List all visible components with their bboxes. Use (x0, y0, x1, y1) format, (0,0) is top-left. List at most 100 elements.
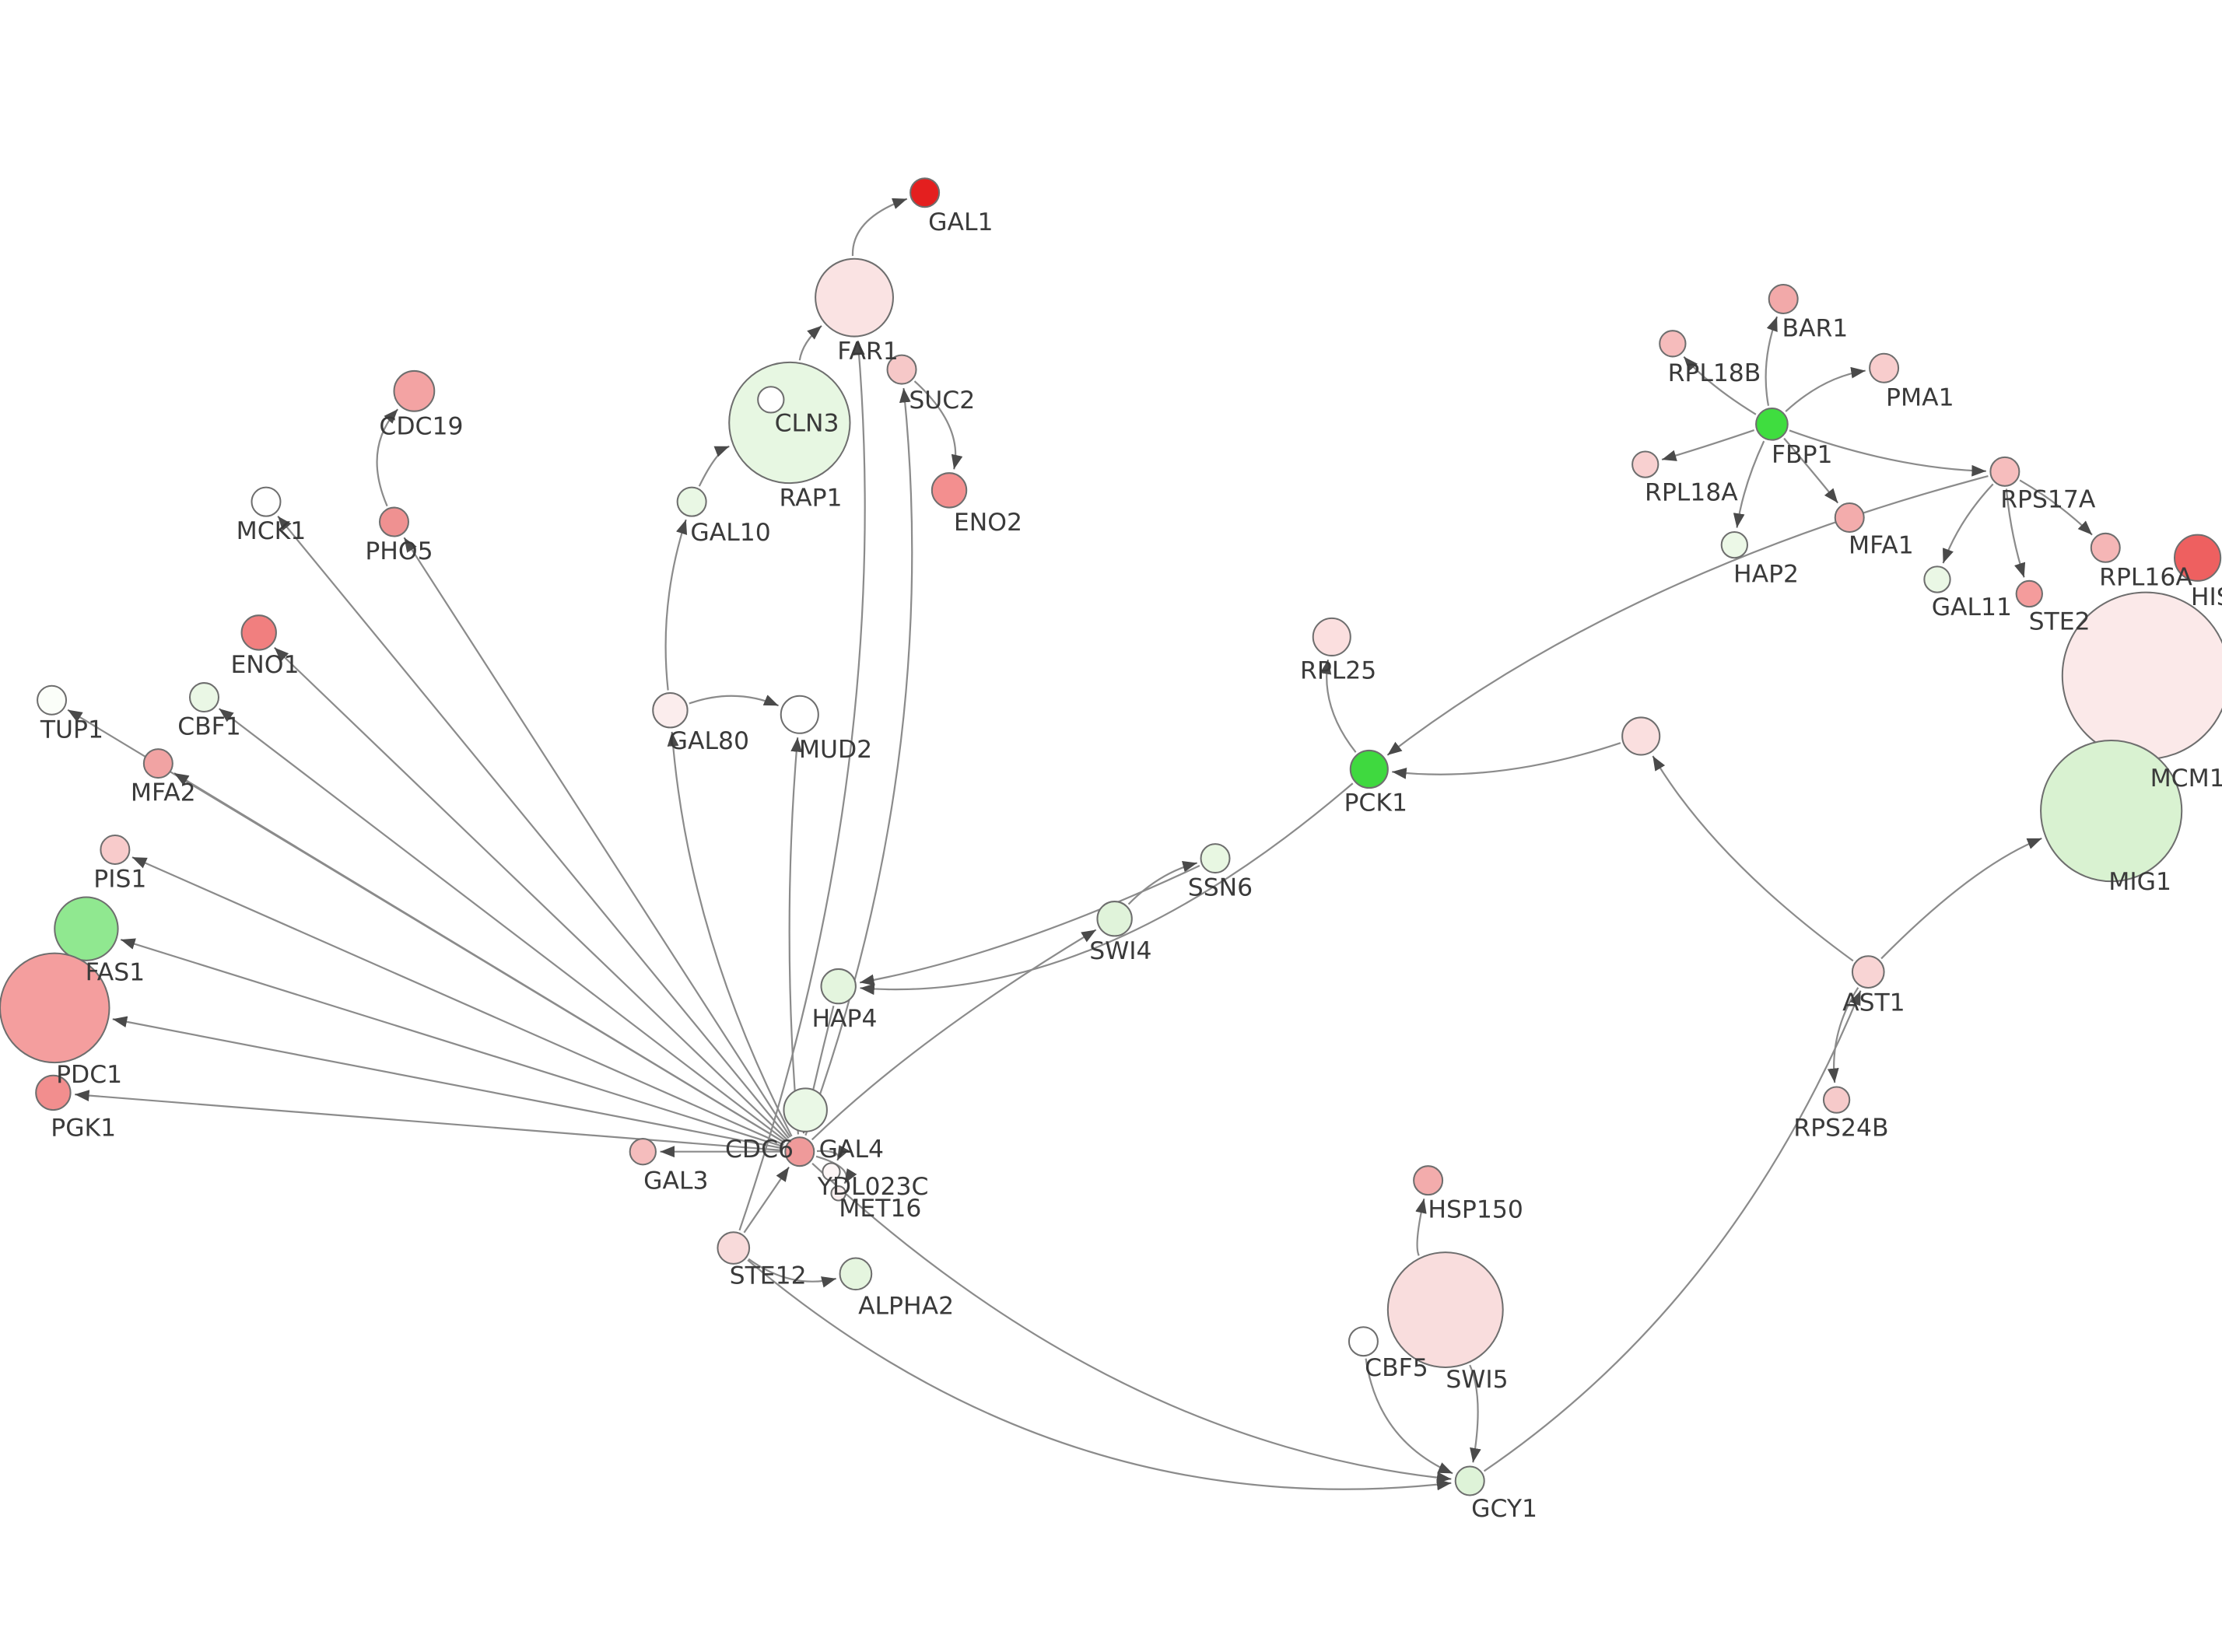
edge-GAL80-MUD2[interactable] (689, 695, 780, 707)
edge-CBF5-GCY1[interactable] (1365, 1358, 1453, 1475)
edge-RAP1-FAR1[interactable] (798, 325, 822, 361)
edge-GAL4-GCY1[interactable] (811, 1163, 1452, 1484)
edge-GAL4-MCK1[interactable] (277, 515, 790, 1139)
node-GAL80[interactable] (652, 691, 689, 729)
node-MFA2[interactable] (142, 748, 173, 779)
edge-GAL4-ENO1[interactable] (273, 646, 788, 1141)
node-CDC6[interactable] (783, 1087, 828, 1132)
node-FAR1[interactable] (815, 257, 894, 338)
node-ALPHA2[interactable] (839, 1257, 873, 1291)
edge-GAL4-GAL80[interactable] (667, 731, 793, 1137)
edge-GAL4-MFA2[interactable] (173, 772, 786, 1144)
node-GAL1[interactable] (909, 177, 941, 208)
node-GAL3[interactable] (629, 1138, 657, 1166)
edge-FBP1-PMA1[interactable] (1785, 366, 1866, 412)
node-YDL023C[interactable] (822, 1162, 841, 1181)
edge-STE12-GCY1[interactable] (747, 1259, 1452, 1491)
edge-GAL4-MET16[interactable] (815, 1155, 857, 1185)
edge-SWI4-SSN6[interactable] (1127, 860, 1198, 905)
node-GAL10[interactable] (676, 486, 707, 517)
edge-RPS17A-PCK1[interactable] (1386, 474, 1989, 756)
node-PGK1[interactable] (35, 1074, 72, 1111)
node-HIS4[interactable] (2173, 534, 2222, 582)
node-PCK1[interactable] (1349, 749, 1389, 789)
node-MUD2[interactable] (780, 695, 819, 734)
node-ENO2[interactable] (931, 472, 968, 509)
node-RPL18A[interactable] (1631, 450, 1659, 478)
node-MET16[interactable] (830, 1185, 846, 1202)
edge-FAR1-GAL1[interactable] (851, 198, 908, 257)
edge-PCK1-HAP4[interactable] (860, 782, 1354, 996)
edge-GAL4-PHO5[interactable] (403, 537, 791, 1138)
node-MCK1[interactable] (251, 486, 282, 517)
edge-FBP1-RPL18A[interactable] (1661, 429, 1755, 461)
edge-STE12-FAR1[interactable] (738, 340, 866, 1231)
node-PMA1[interactable] (1869, 352, 1900, 383)
edge-STE12-ALPHA2[interactable] (748, 1258, 837, 1288)
node-TUP1[interactable] (37, 684, 68, 716)
node-AST1[interactable] (1851, 955, 1885, 989)
edge-GAL4-PGK1[interactable] (75, 1090, 783, 1152)
node-SWI5[interactable] (1386, 1251, 1504, 1368)
edge-RPS17A-GAL11[interactable] (1942, 483, 1994, 564)
node-HAP2[interactable] (1720, 530, 1748, 559)
edge-GAL4-SWI4[interactable] (811, 929, 1097, 1141)
edge-PCK1-RPL25[interactable] (1320, 659, 1357, 753)
node-CLN3[interactable] (757, 386, 785, 414)
node-GCY1[interactable] (1454, 1465, 1485, 1496)
edge-FBP1-RPL18B[interactable] (1683, 355, 1757, 415)
edge-SUC2-ENO2[interactable] (913, 380, 963, 470)
edge-GAL4-SUC2[interactable] (804, 387, 913, 1136)
node-SSN6[interactable] (1200, 843, 1231, 874)
node-PDC1[interactable] (0, 952, 110, 1064)
node-SUC2[interactable] (886, 354, 917, 385)
edge-RPS17A-RPL16A[interactable] (2019, 479, 2093, 536)
node-MIG1[interactable] (2040, 739, 2183, 883)
edge-SSN6-HAP4[interactable] (859, 865, 1200, 986)
edge-FBP1-RPS17A[interactable] (1789, 429, 1986, 477)
edge-RPS17A-STE2[interactable] (2005, 488, 2026, 578)
edge-AST1-unnamed[interactable] (1652, 755, 1854, 962)
node-FBP1[interactable] (1755, 407, 1789, 441)
node-MFA1[interactable] (1834, 502, 1865, 533)
edge-unnamed-PCK1[interactable] (1392, 742, 1621, 779)
edge-SWI5-GCY1[interactable] (1469, 1364, 1481, 1463)
edge-PHO5-CDC19[interactable] (376, 408, 399, 507)
node-RPL18B[interactable] (1659, 330, 1687, 358)
node-PIS1[interactable] (100, 834, 131, 866)
edge-GAL4-PIS1[interactable] (131, 856, 784, 1146)
edge-GAL80-GAL10[interactable] (664, 519, 688, 691)
node-RPL16A[interactable] (2090, 532, 2121, 563)
node-CBF1[interactable] (188, 682, 219, 713)
edge-STE12-GAL4[interactable] (743, 1166, 790, 1234)
edge-SWI5-HSP150[interactable] (1415, 1198, 1427, 1256)
edge-GAL4-PDC1[interactable] (112, 1016, 783, 1150)
edge-FBP1-MFA1[interactable] (1783, 437, 1839, 504)
node-GAL4[interactable] (784, 1136, 815, 1167)
node-RPS24B[interactable] (1822, 1086, 1851, 1114)
node-unnamed[interactable] (1621, 716, 1661, 756)
edge-AST1-MIG1[interactable] (1880, 837, 2042, 960)
node-STE2[interactable] (2015, 579, 2043, 608)
edge-GAL10-RAP1[interactable] (698, 445, 730, 487)
node-CDC19[interactable] (393, 369, 436, 412)
node-GAL11[interactable] (1923, 565, 1951, 593)
node-CBF5[interactable] (1348, 1326, 1379, 1357)
edge-FBP1-HAP2[interactable] (1733, 440, 1765, 528)
node-RPS17A[interactable] (1989, 456, 2020, 487)
edge-FBP1-BAR1[interactable] (1765, 316, 1779, 406)
edge-GAL4-MUD2[interactable] (788, 737, 803, 1135)
node-PHO5[interactable] (378, 506, 410, 537)
node-HAP4[interactable] (820, 968, 857, 1005)
node-ENO1[interactable] (240, 614, 277, 651)
node-HSP150[interactable] (1413, 1165, 1444, 1196)
edge-GCY1-AST1[interactable] (1483, 990, 1862, 1472)
edge-GAL4-CBF1[interactable] (218, 708, 787, 1143)
edge-GAL4-FAS1[interactable] (120, 938, 783, 1148)
node-FAS1[interactable] (54, 896, 119, 961)
edge-GAL4-YDL023C[interactable] (816, 1145, 850, 1161)
node-RPL25[interactable] (1312, 617, 1351, 656)
node-SWI4[interactable] (1096, 901, 1133, 937)
node-BAR1[interactable] (1768, 284, 1799, 315)
node-STE12[interactable] (717, 1231, 751, 1265)
